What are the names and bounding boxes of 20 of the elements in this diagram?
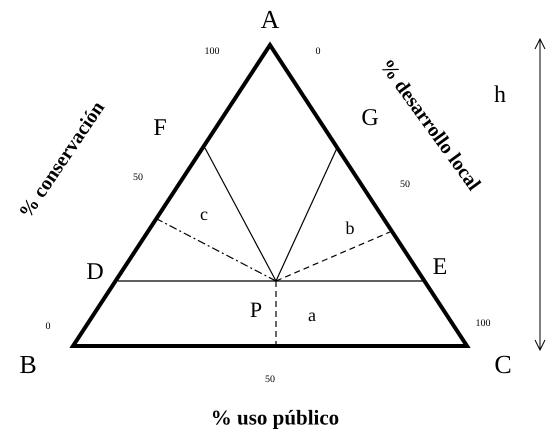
scale-label: 50 [265, 375, 275, 385]
scale-label: 100 [476, 319, 490, 329]
point-label: F [153, 116, 167, 140]
vertex-label: B [19, 352, 37, 378]
axis-title: % uso público [210, 408, 340, 428]
scale-label: 0 [46, 322, 50, 332]
point-label: D [86, 260, 104, 284]
scale-label: 50 [400, 180, 410, 190]
point-label: P [250, 299, 262, 321]
point-label: G [361, 106, 379, 130]
scale-label: 50 [133, 173, 143, 183]
region-label: c [200, 205, 208, 223]
region-label: a [308, 306, 316, 324]
region-label: b [346, 219, 354, 237]
vertex-label: A [260, 7, 280, 33]
scale-label: 100 [204, 47, 220, 57]
scale-label: 0 [316, 47, 320, 57]
dimension-label: h [494, 83, 506, 107]
vertex-label: C [494, 352, 512, 378]
point-label: E [432, 255, 448, 279]
